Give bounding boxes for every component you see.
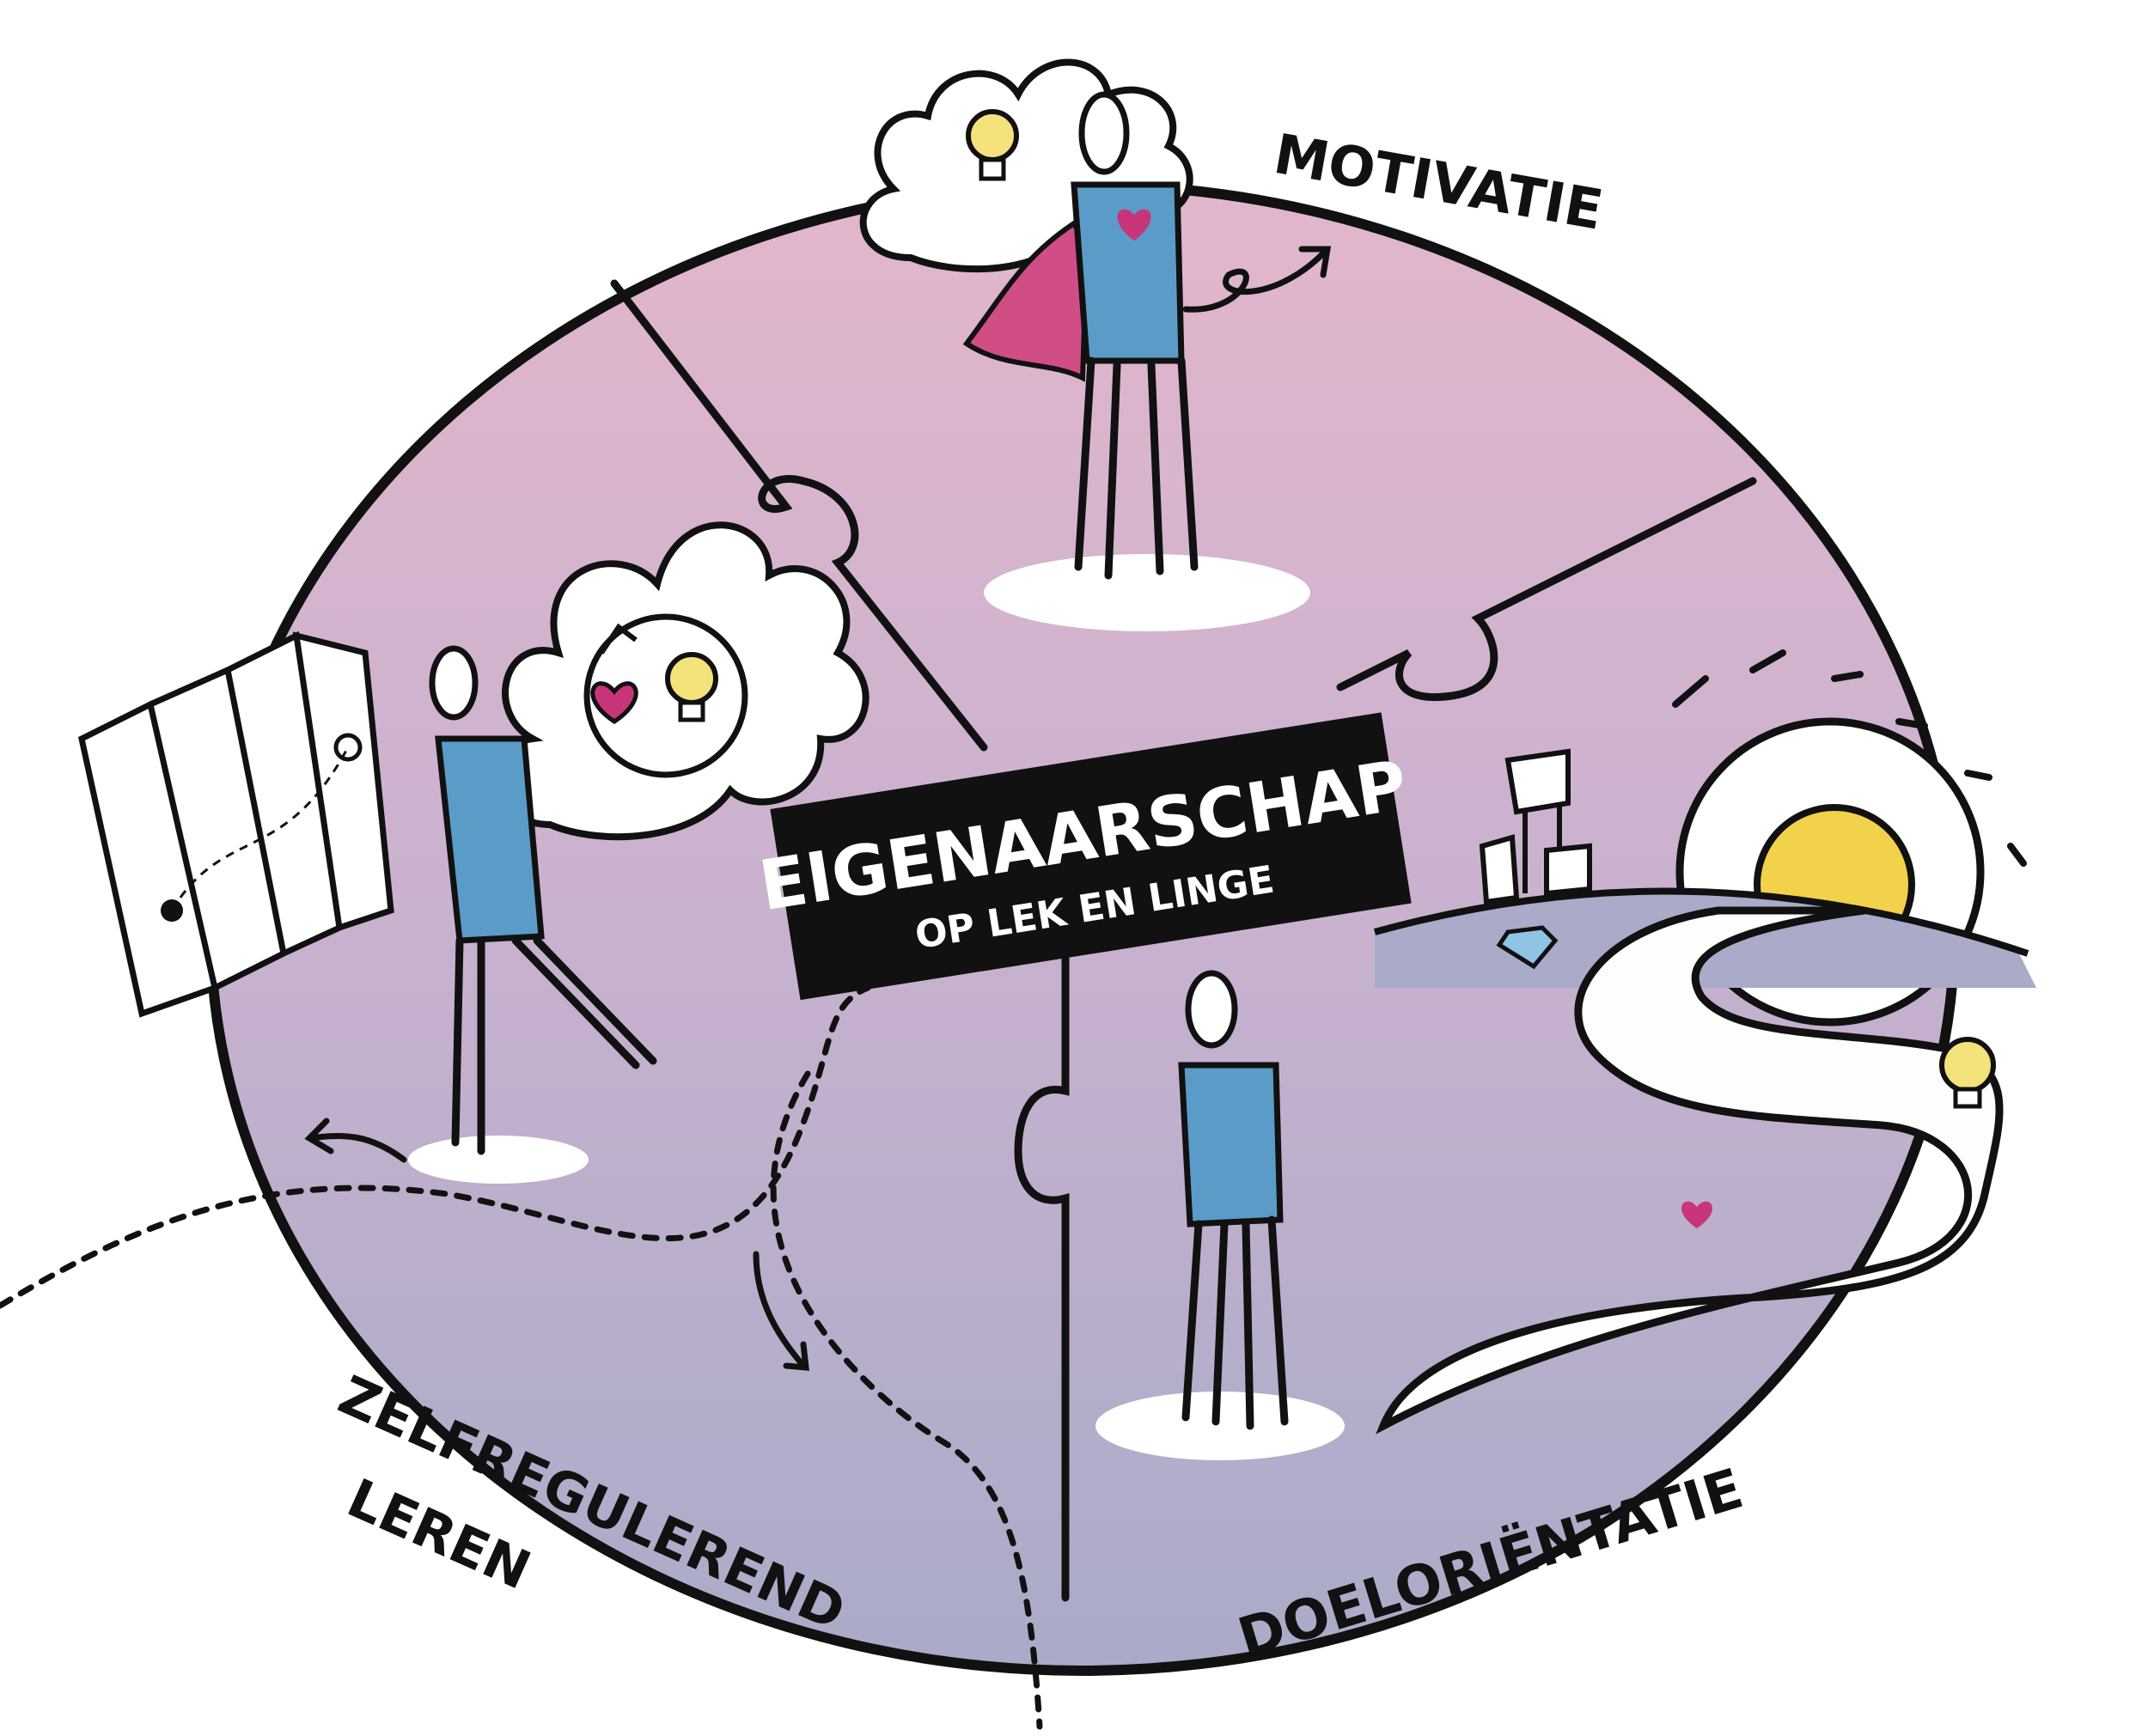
cycle-arrow-icon xyxy=(599,623,638,655)
dotted-path xyxy=(0,984,1043,1730)
heart-icon xyxy=(1681,1201,1713,1228)
shirt xyxy=(1178,1062,1284,1227)
head xyxy=(1078,91,1130,175)
legs xyxy=(451,936,657,1155)
lightbulb-icon xyxy=(665,652,718,722)
legs xyxy=(1181,1215,1289,1430)
head xyxy=(429,645,479,721)
self-regulation-figure xyxy=(77,521,870,1184)
winding-road xyxy=(1376,906,2004,1434)
heart-icon xyxy=(1117,209,1151,241)
arrow-left xyxy=(304,1118,407,1163)
floor-spot xyxy=(984,554,1310,631)
center-label-box xyxy=(770,712,1412,1001)
growth-arrow xyxy=(1182,246,1332,313)
floor-spot xyxy=(408,1136,589,1184)
lightbulb-icon xyxy=(1939,1037,1996,1109)
puzzle-divider-bottom xyxy=(1014,932,1070,1602)
center-label: EIGENAARSCHAP OP LEK EN LINGE xyxy=(754,712,1413,1001)
sun-rays xyxy=(1672,649,2027,867)
diamond-icon xyxy=(1496,925,1559,970)
puzzle-divider-top-left xyxy=(610,279,988,752)
heart-icon xyxy=(590,681,638,725)
map-icon xyxy=(77,630,394,1018)
hill-line xyxy=(1373,887,2029,957)
goal-orientation-scene xyxy=(1095,649,2036,1460)
legs xyxy=(1074,356,1199,580)
head xyxy=(1185,970,1238,1049)
town xyxy=(1479,748,1592,905)
cape xyxy=(962,219,1090,382)
shirt xyxy=(435,735,545,944)
puzzle-divider-right xyxy=(1336,477,1757,701)
lightbulb-icon xyxy=(966,109,1019,181)
arrow-down xyxy=(753,1251,809,1371)
motivation-figure xyxy=(859,58,1332,631)
